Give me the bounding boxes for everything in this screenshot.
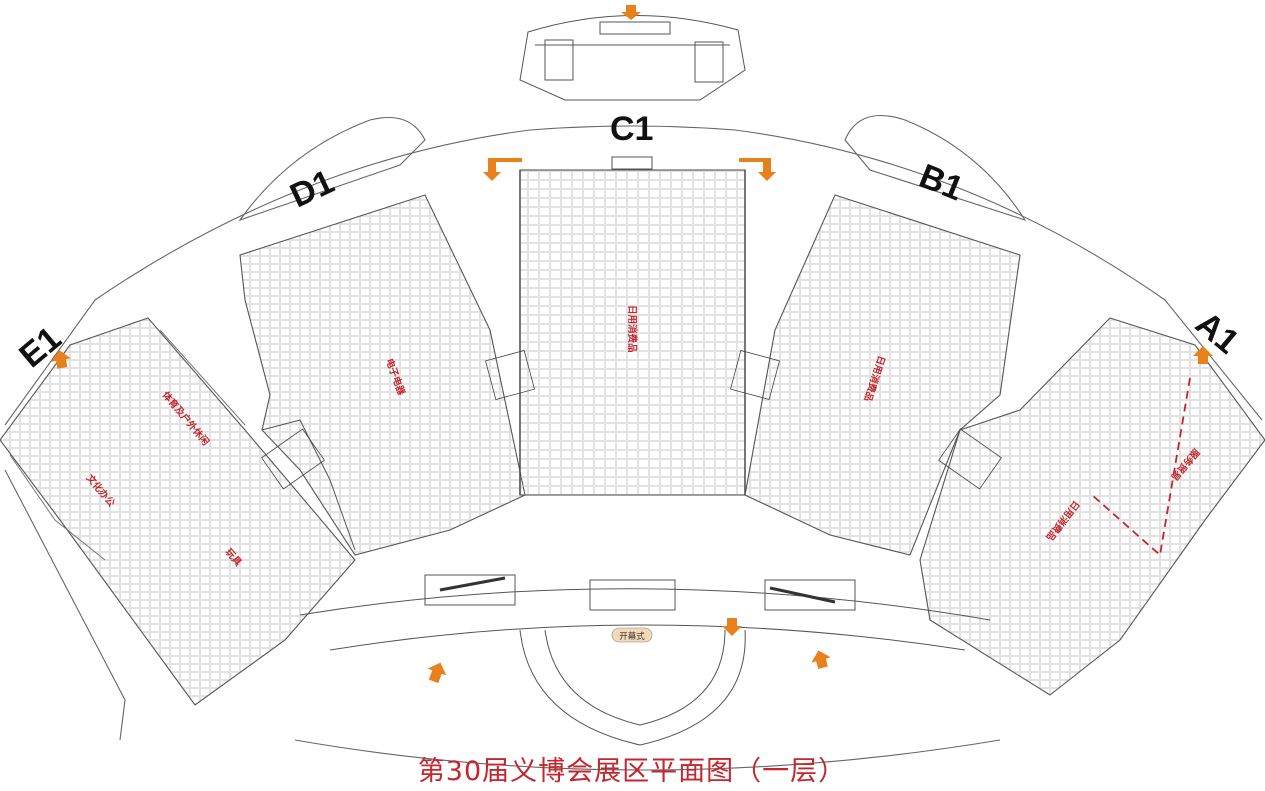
arrow-up-icon [51,350,71,369]
site-outline [4,115,1263,771]
service-trade-zone-boundary [1091,377,1191,557]
arrow-turn-down-icon [739,158,776,181]
hall-e1-block [0,317,356,706]
hall-label-d1: D1 [284,163,339,216]
hall-b1-block [744,194,1021,556]
hall-c1-block [519,156,746,496]
hall-d1-block [239,194,526,556]
entrance-arrows [51,5,1213,684]
arrow-up-icon [811,650,831,670]
arrow-down-icon [722,618,742,636]
hall-label-b1: B1 [914,157,969,209]
north-annex-building [519,15,746,101]
opening-ceremony-badge [611,627,653,643]
hall-a1-block [919,317,1265,696]
stairs [261,350,1002,490]
arrow-down-icon [621,5,641,20]
arrow-up-icon [427,662,447,684]
category-label-daily-c1: 日用消费品 [626,305,638,353]
central-lobby [299,574,991,746]
opening-ceremony-label: 开幕式 [619,631,645,642]
arrow-turn-down-icon [483,158,522,181]
arrow-up-icon [1193,346,1213,364]
hall-label-c1: C1 [610,110,653,148]
map-title: 第30届义博会展区平面图（一层） [418,756,846,787]
